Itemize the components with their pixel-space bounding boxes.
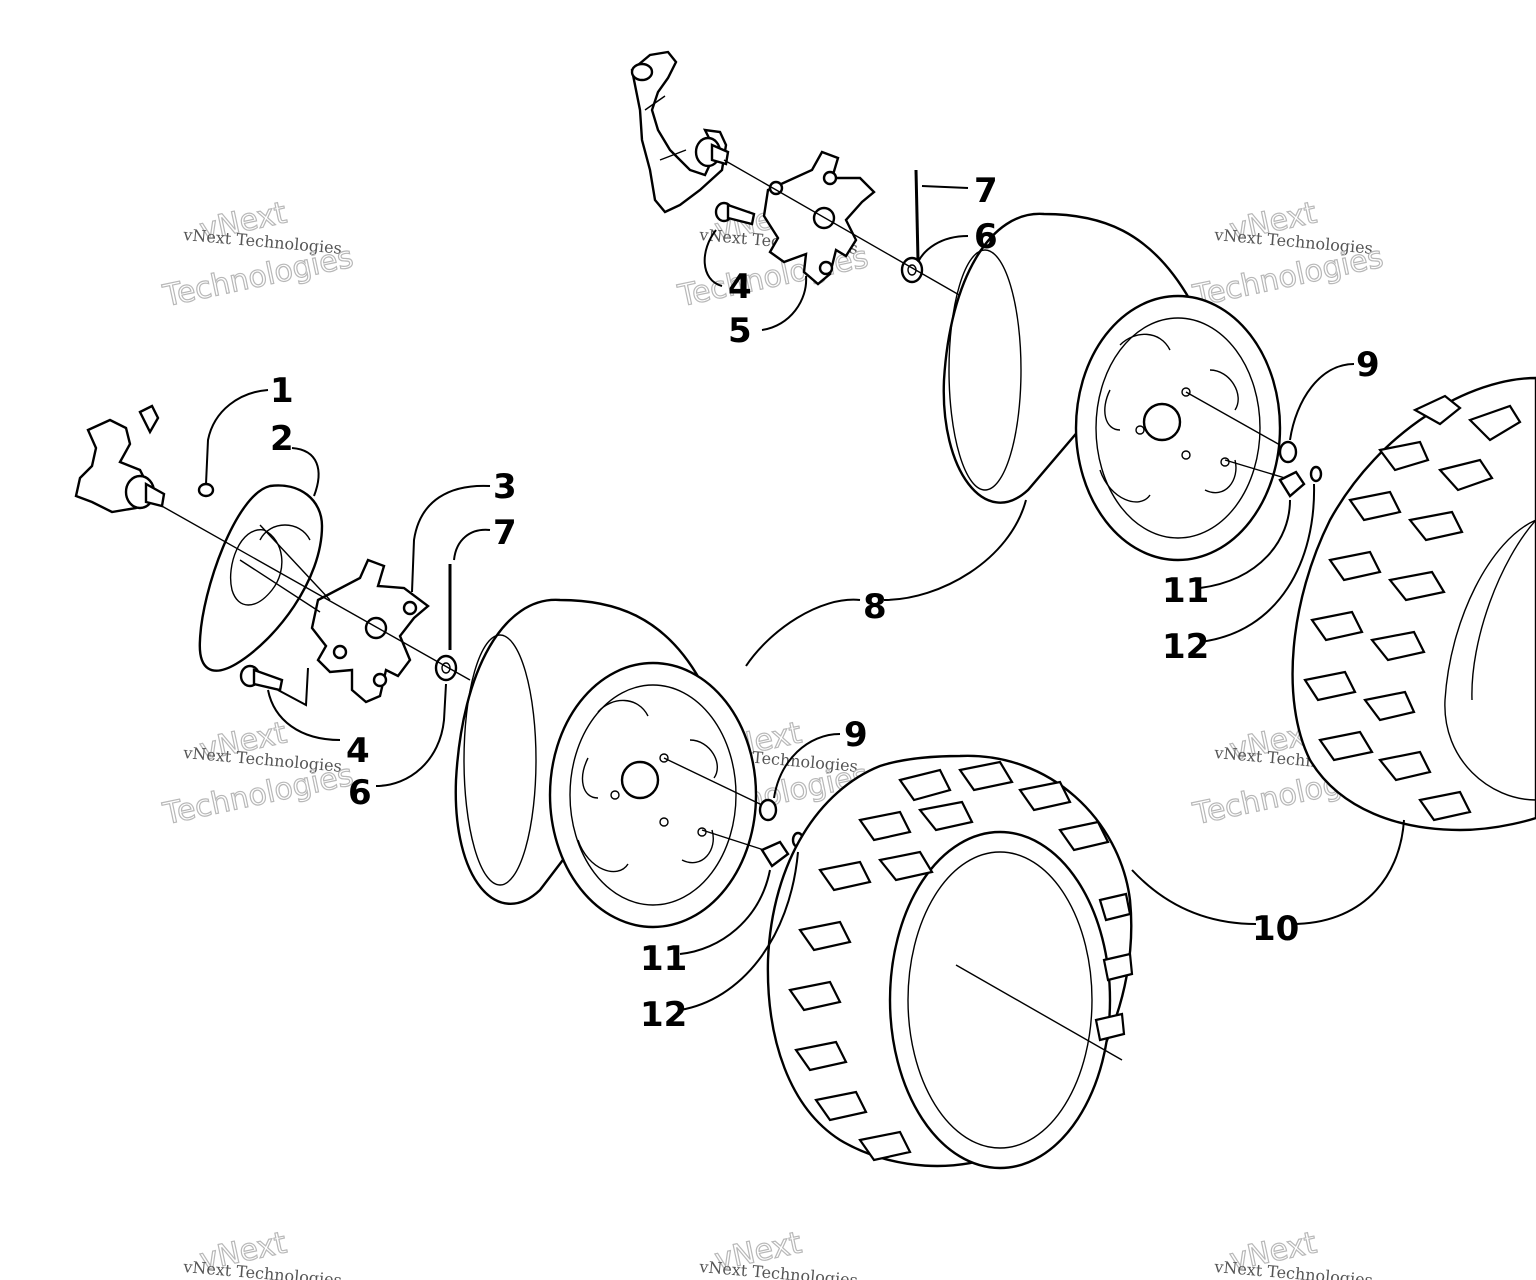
- callout-11-upper: 11: [1162, 571, 1209, 611]
- upper-valve-line: [1224, 459, 1286, 479]
- callout-9-lower: 9: [844, 715, 868, 755]
- callout-3: 3: [493, 467, 517, 507]
- callout-8: 8: [863, 587, 887, 627]
- upper-tire: [1291, 376, 1536, 832]
- lower-rim: [454, 598, 758, 929]
- upper-cotter-pin: [914, 169, 920, 261]
- watermark-text: Technologies: [160, 758, 357, 833]
- callout-12-upper: 12: [1162, 627, 1209, 667]
- lower-wheel-stud: [239, 664, 284, 692]
- callout-11-lower: 11: [640, 939, 687, 979]
- lower-knuckle: [74, 404, 166, 514]
- upper-castle-nut: [900, 256, 924, 284]
- callout-2: 2: [270, 419, 294, 459]
- watermark-text: Technologies: [160, 240, 357, 315]
- watermark-bottom-right: vNext vNext Technologies: [1213, 1225, 1374, 1280]
- lower-stud-line: [663, 757, 763, 806]
- lower-tire: [766, 754, 1134, 1170]
- lower-brake-disc: [198, 484, 324, 672]
- upper-wheel-stud: [714, 201, 756, 226]
- upper-lug-nut: [1278, 440, 1298, 464]
- callout-7-lower: 7: [493, 513, 517, 553]
- callout-6-lower: 6: [348, 773, 372, 813]
- upper-valve-cap: [1309, 465, 1323, 483]
- lower-brake-disc-bolt: [197, 482, 215, 498]
- callout-4-upper: 4: [728, 267, 752, 307]
- upper-knuckle: [630, 50, 730, 214]
- callout-7-upper: 7: [974, 171, 998, 211]
- lower-disc-line: [239, 559, 321, 613]
- lower-hub: [310, 558, 430, 704]
- lower-axle-centerline: [159, 504, 471, 681]
- callout-numbers: 1 2 3 7 4 6 8 9 11 12 10 7 6 4 5 9 11 12: [270, 171, 1380, 1035]
- lower-castle-nut: [434, 654, 458, 682]
- upper-rim: [942, 212, 1282, 562]
- upper-stud-line: [1185, 391, 1281, 446]
- watermark-top-right: vNext vNext Technologies Technologies: [1189, 195, 1387, 315]
- lower-valve-stem: [760, 840, 790, 868]
- callout-9-upper: 9: [1356, 345, 1380, 385]
- callout-6-upper: 6: [974, 217, 998, 257]
- watermark-bottom-middle: vNext vNext Technologies: [698, 1225, 859, 1280]
- callout-1: 1: [270, 371, 294, 411]
- callout-12-lower: 12: [640, 995, 687, 1035]
- watermark-mid-left: vNext vNext Technologies Technologies: [159, 715, 357, 833]
- watermark-text: Technologies: [1190, 240, 1387, 315]
- watermark-top-left: vNext vNext Technologies Technologies: [159, 195, 357, 315]
- watermark-bottom-left: vNext vNext Technologies: [182, 1225, 343, 1280]
- callout-5: 5: [728, 311, 752, 351]
- callout-4-lower: 4: [346, 731, 370, 771]
- callout-10: 10: [1252, 909, 1299, 949]
- leader-lines: [205, 185, 1405, 1011]
- lower-lug-nut: [758, 798, 778, 822]
- upper-axle-centerline: [723, 159, 969, 301]
- upper-valve-stem: [1278, 470, 1306, 498]
- lower-valve-line: [701, 829, 765, 851]
- lower-disc-line: [259, 524, 331, 601]
